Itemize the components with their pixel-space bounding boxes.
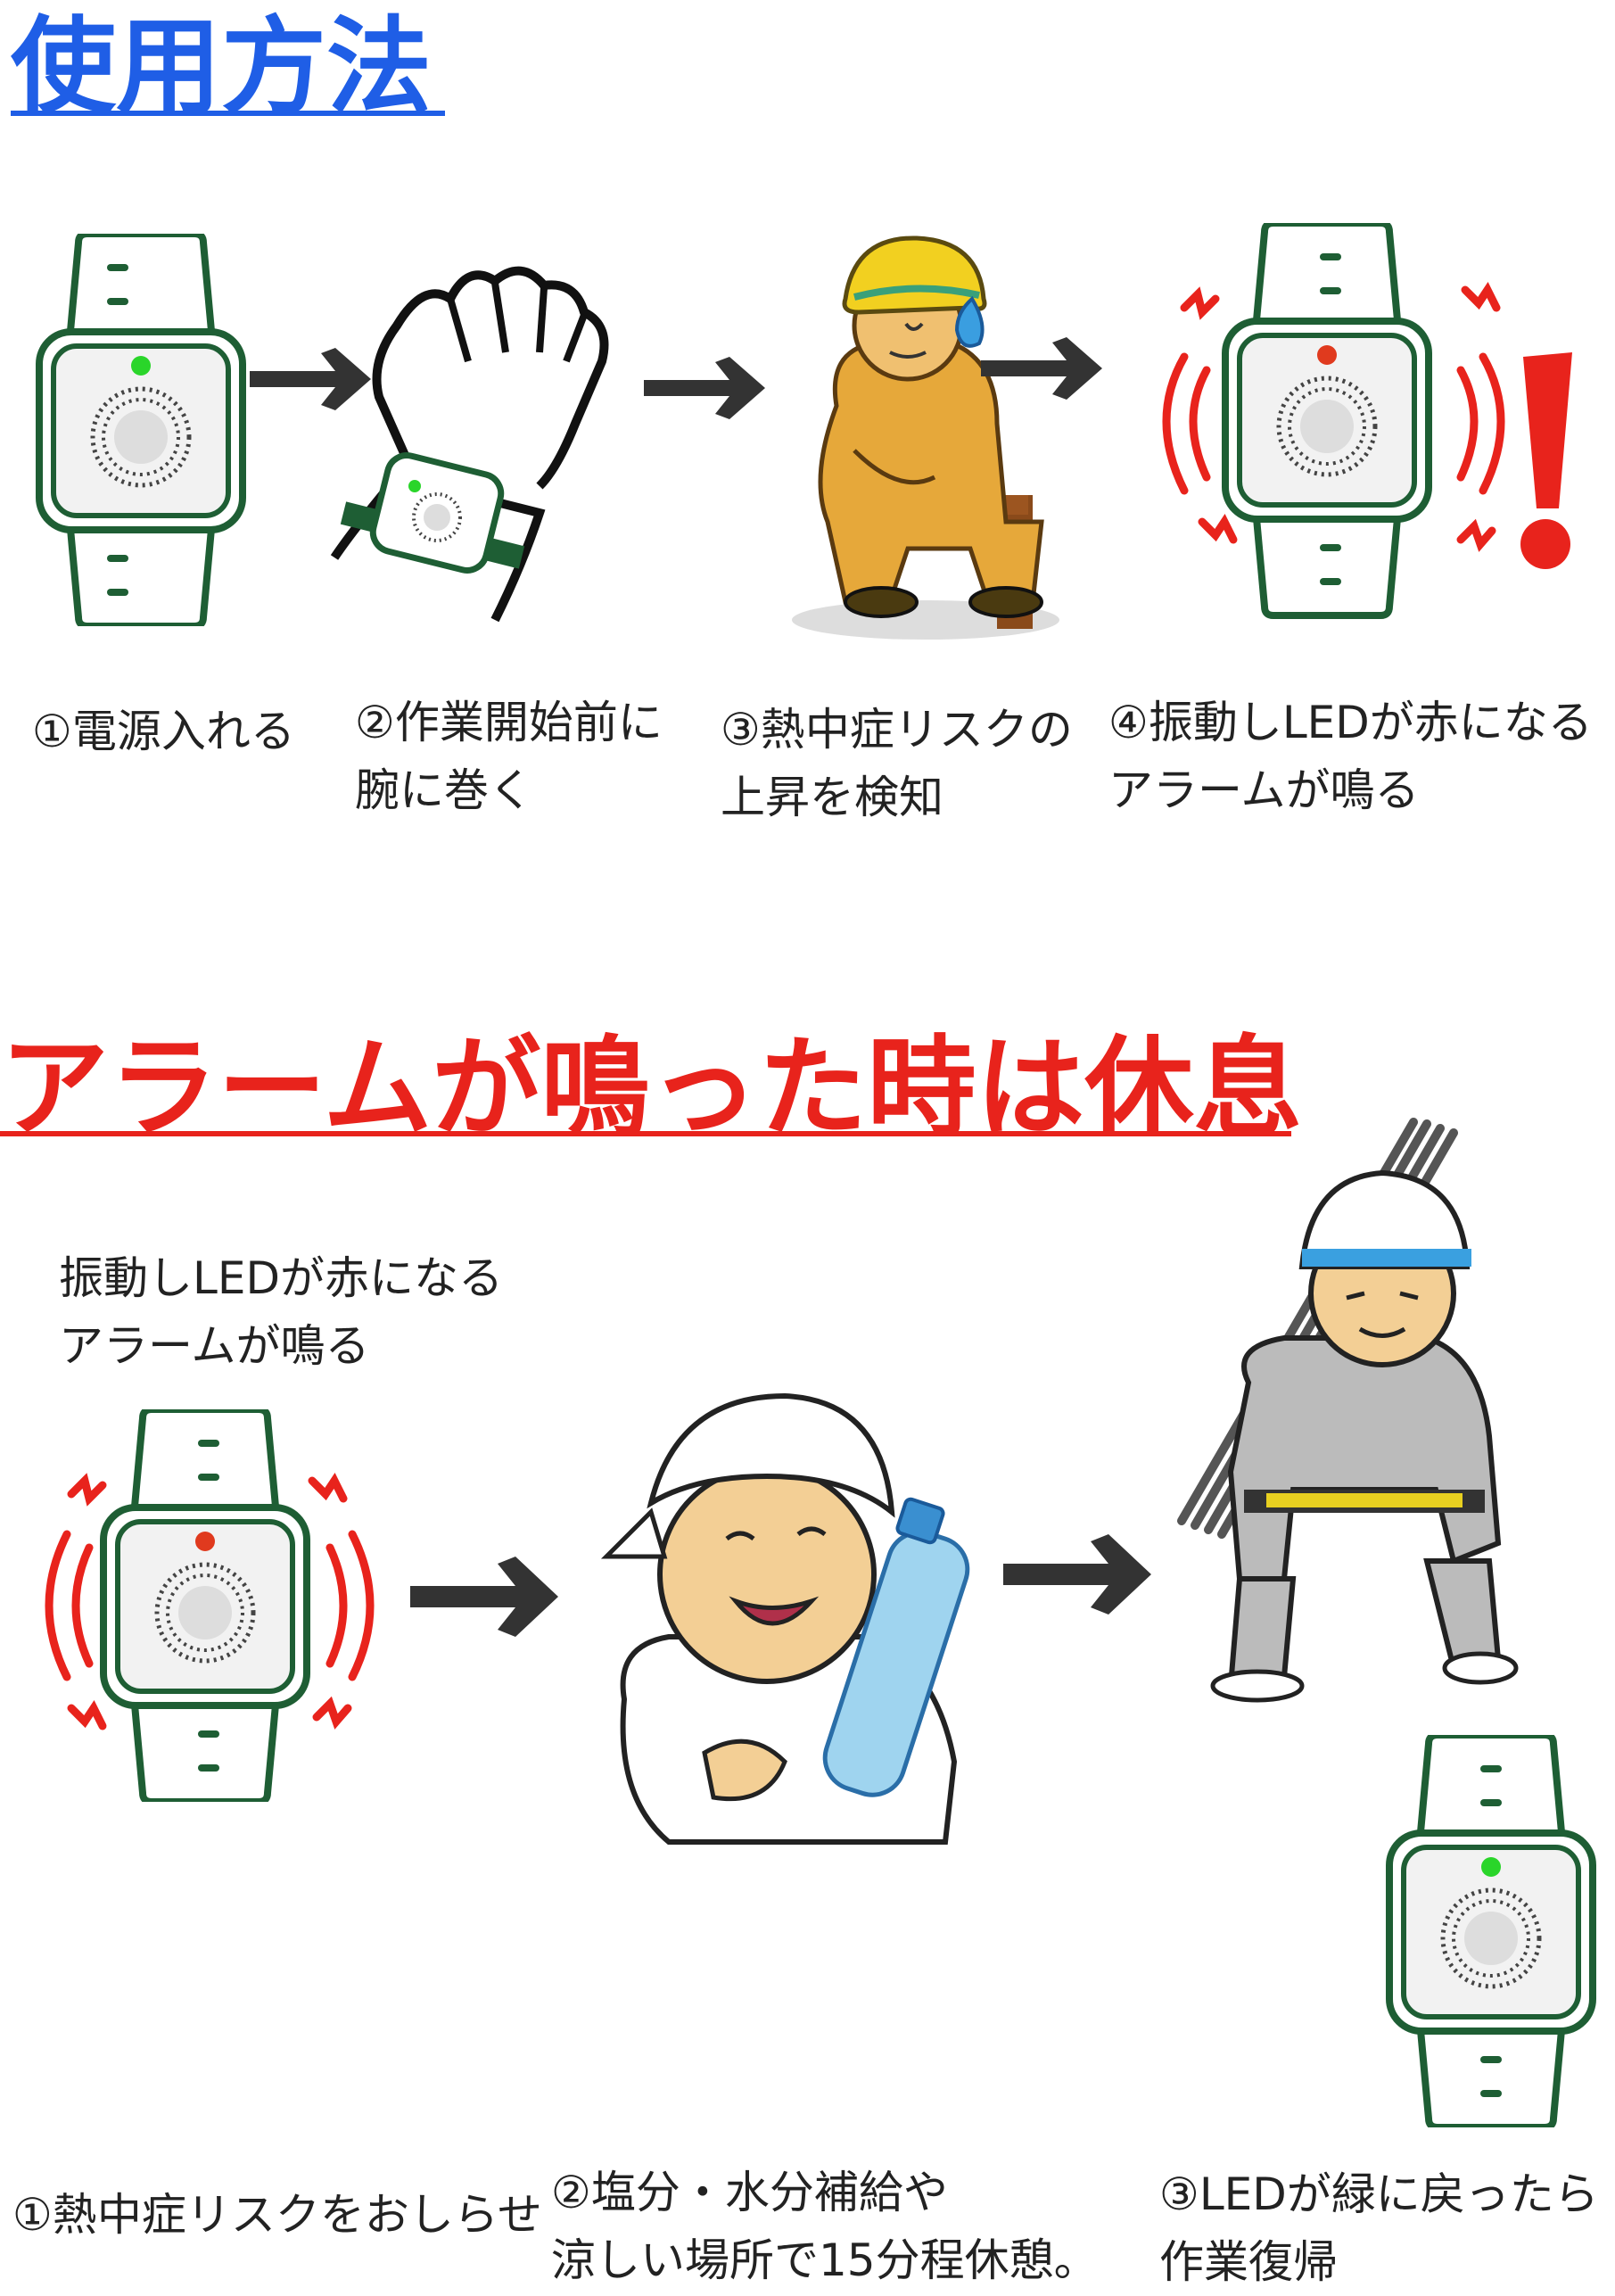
worker-drinking-icon <box>580 1378 1008 1878</box>
s2-step1-caption: ①熱中症リスクをおしらせ <box>12 2189 542 2241</box>
s2-step2-caption: ②塩分・水分補給や涼しい場所で15分程休憩。 <box>551 2167 1099 2286</box>
section1-title-underline <box>11 111 445 116</box>
section2-title-underline <box>0 1131 1291 1136</box>
arrow-right-icon <box>981 337 1106 400</box>
arrow-right-icon <box>410 1557 562 1637</box>
watch-green-led-icon <box>1384 1735 1598 2127</box>
watch-green-led-icon <box>34 234 248 626</box>
s2-step3-caption: ③LEDが緑に戻ったら作業復帰 <box>1159 2168 1599 2288</box>
section1-title: 使用方法 <box>11 5 433 128</box>
tired-worker-icon <box>774 227 1059 647</box>
alarm-watch-icon <box>18 1409 392 1802</box>
step3-caption: ③熱中症リスクの上昇を検知 <box>721 704 1073 823</box>
alarm-watch-icon <box>1131 223 1577 624</box>
arrow-right-icon <box>644 357 769 419</box>
worker-returning-icon <box>1159 1115 1552 1704</box>
step1-caption: ①電源入れる <box>32 706 295 757</box>
alarm-caption: 振動しLEDが赤になるアラームが鳴る <box>59 1252 503 1372</box>
arrow-right-icon <box>1003 1534 1155 1615</box>
arrow-right-icon <box>250 348 375 410</box>
step4-caption: ④振動しLEDが赤になるアラームが鳴る <box>1108 697 1593 816</box>
step2-caption: ②作業開始前に腕に巻く <box>355 697 663 816</box>
wrist-watch-icon <box>317 263 638 638</box>
section2-title: アラームが鳴った時は休息 <box>0 1025 1303 1152</box>
